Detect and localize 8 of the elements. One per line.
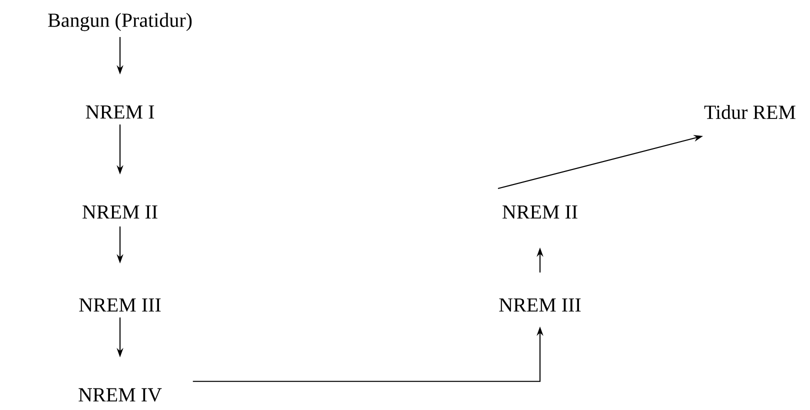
stage-label: NREM II [82, 205, 158, 219]
stage-label: Tidur REM [704, 104, 796, 120]
stage-label: NREM II [502, 205, 578, 219]
stage-label: NREM IV [78, 388, 162, 402]
stage-label: Bangun (Pratidur) [48, 12, 192, 32]
stage-label: NREM III [499, 298, 581, 312]
stage-label: NREM III [79, 298, 161, 312]
stage-label: NREM I [86, 105, 154, 119]
